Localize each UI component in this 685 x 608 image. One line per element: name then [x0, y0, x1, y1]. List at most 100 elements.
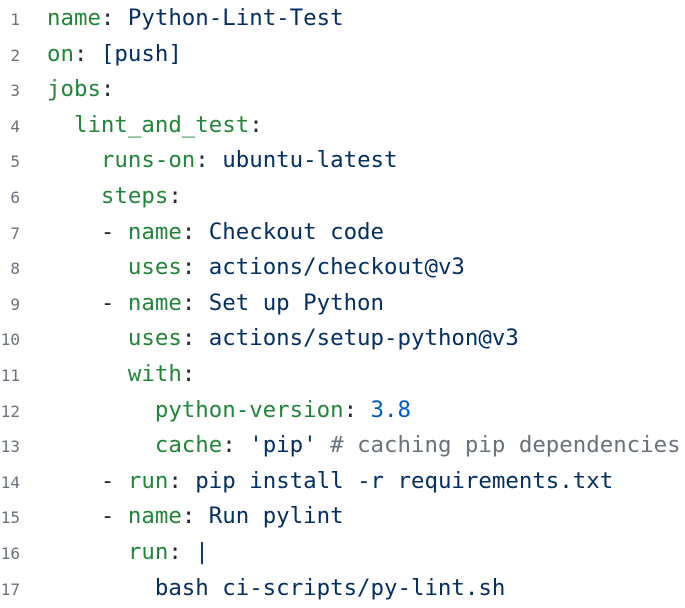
line-content: - name: Set up Python — [20, 286, 384, 322]
line-content: uses: actions/checkout@v3 — [20, 250, 465, 286]
indent — [47, 147, 101, 173]
line-number: 9 — [10, 294, 20, 314]
token-punct: : — [168, 182, 182, 209]
line-number: 8 — [10, 259, 20, 279]
indent — [47, 112, 74, 138]
line-content: with: — [20, 357, 195, 393]
token-key: jobs — [47, 76, 101, 103]
token-punct: : — [168, 467, 182, 494]
line-number: 1 — [10, 10, 20, 29]
line-number: 3 — [10, 81, 20, 101]
token-punct: - — [100, 218, 128, 245]
token-punct: : — [195, 147, 209, 174]
line-content: runs-on: ubuntu-latest — [20, 143, 398, 179]
indent — [47, 503, 101, 529]
token-string: actions/setup-python@v3 — [195, 325, 519, 352]
line-content: jobs: — [20, 72, 114, 108]
token-string: pip install -r requirements.txt — [181, 467, 614, 494]
token-key: name — [127, 503, 182, 530]
indent — [47, 290, 101, 316]
token-key: on — [47, 40, 74, 67]
line-number: 10 — [0, 330, 20, 350]
token-punct: : — [343, 396, 358, 423]
token-string: 'pip' — [235, 432, 331, 459]
code-line: 8 uses: actions/checkout@v3 — [0, 250, 685, 286]
token-punct: : — [222, 432, 236, 459]
token-key: name — [47, 5, 101, 31]
token-key: runs-on — [100, 147, 196, 174]
line-content: name: Python-Lint-Test — [20, 1, 344, 37]
code-line: 9 - name: Set up Python — [0, 286, 685, 322]
token-key: uses — [127, 254, 182, 281]
line-number: 17 — [0, 579, 20, 599]
token-punct: - — [100, 467, 128, 494]
code-line: 12 python-version: 3.8 — [0, 393, 685, 429]
indent — [47, 254, 128, 280]
line-content: python-version: 3.8 — [20, 393, 411, 429]
line-number: 13 — [0, 437, 20, 457]
token-comment: # caching pip dependencies — [330, 432, 681, 459]
line-number: 15 — [0, 508, 20, 528]
code-line: 15 - name: Run pylint — [0, 499, 685, 535]
indent — [47, 468, 101, 494]
token-punct: : — [181, 289, 196, 316]
token-string: Run pylint — [195, 503, 344, 530]
token-punct: : — [168, 538, 182, 565]
token-key: name — [127, 289, 182, 316]
indent — [47, 325, 128, 351]
code-line: 7 - name: Checkout code — [0, 215, 685, 251]
token-string: Set up Python — [195, 289, 385, 316]
line-number: 4 — [10, 116, 20, 136]
line-content: uses: actions/setup-python@v3 — [20, 321, 519, 357]
code-line: 16 run: | — [0, 535, 685, 571]
token-key: run — [127, 538, 169, 565]
indent — [47, 575, 155, 601]
token-punct: : — [181, 325, 196, 352]
token-punct: - — [100, 289, 128, 316]
code-line: 5 runs-on: ubuntu-latest — [0, 143, 685, 179]
line-content: on: [push] — [20, 37, 182, 73]
token-key: name — [127, 218, 182, 245]
code-line: 17 bash ci-scripts/py-lint.sh — [0, 571, 685, 607]
token-string: bash ci-scripts/py-lint.sh — [154, 574, 506, 601]
token-string: [push] — [87, 40, 182, 67]
line-content: steps: — [20, 179, 182, 215]
code-line: 13 cache: 'pip' # caching pip dependenci… — [0, 428, 685, 464]
line-number: 16 — [0, 543, 20, 563]
line-content: bash ci-scripts/py-lint.sh — [20, 571, 506, 607]
token-key: lint_and_test — [73, 111, 250, 138]
line-content: run: | — [20, 535, 209, 571]
indent — [47, 219, 101, 245]
token-string: Python-Lint-Test — [114, 5, 344, 31]
token-string: | — [181, 538, 209, 565]
token-punct: : — [181, 360, 196, 387]
token-number: 3.8 — [357, 396, 411, 423]
token-string: ubuntu-latest — [208, 147, 398, 174]
code-line: 6 steps: — [0, 179, 685, 215]
token-punct: : — [181, 254, 196, 281]
token-punct: : — [181, 218, 196, 245]
line-content: - run: pip install -r requirements.txt — [20, 464, 613, 500]
token-key: with — [127, 360, 182, 387]
line-content: lint_and_test: — [20, 108, 263, 144]
code-line: 10 uses: actions/setup-python@v3 — [0, 321, 685, 357]
indent — [47, 183, 101, 209]
token-punct: : — [100, 76, 115, 103]
token-key: python-version — [154, 396, 344, 423]
line-number: 5 — [10, 152, 20, 172]
indent — [47, 539, 128, 565]
line-number: 7 — [10, 223, 20, 243]
token-punct: : — [73, 40, 88, 67]
token-punct: - — [100, 503, 128, 530]
token-key: cache — [154, 432, 223, 459]
code-line: 11 with: — [0, 357, 685, 393]
line-content: - name: Checkout code — [20, 215, 384, 251]
line-number: 11 — [0, 365, 20, 385]
token-key: run — [127, 467, 169, 494]
indent — [47, 432, 155, 458]
